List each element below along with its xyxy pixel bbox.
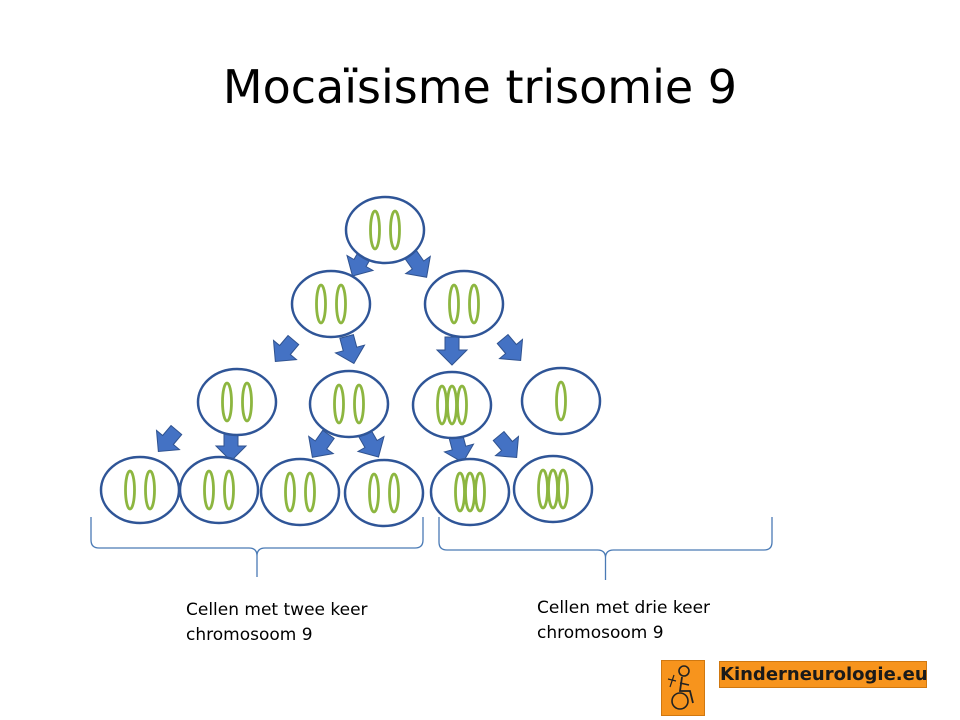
cell-membrane <box>308 369 390 439</box>
chromosome-gen3-3-1 <box>284 471 296 513</box>
arrow-g2-3-to-g3-6 <box>492 430 520 459</box>
chromosome-gen2-1-1 <box>221 381 233 423</box>
cell-membrane <box>429 457 511 527</box>
chromosome-gen3-2-2 <box>223 469 235 511</box>
arrow-l1-to-g2-1 <box>272 334 300 363</box>
chromosome-gen2-2-2 <box>353 383 365 425</box>
chromosome-gen1-right-1 <box>448 283 460 325</box>
chromosome-root-1 <box>369 209 381 251</box>
logo-icon <box>661 660 705 716</box>
cell-gen2-2 <box>308 369 390 439</box>
chromosome-gen2-1-2 <box>241 381 253 423</box>
cell-membrane <box>520 366 602 436</box>
cell-membrane <box>512 454 594 524</box>
brace-two-copies <box>90 517 424 577</box>
cell-membrane <box>259 457 341 527</box>
arrow-root-to-right <box>404 249 431 278</box>
chromosome-gen1-left-1 <box>315 283 327 325</box>
cell-membrane <box>411 370 493 440</box>
slide-title: Mocaïsisme trisomie 9 <box>222 60 738 114</box>
chromosome-gen2-2-1 <box>333 383 345 425</box>
division-arrows <box>155 247 524 464</box>
caption-three-copies-line1: Cellen met drie keer <box>537 598 711 618</box>
caption-two-copies-line2: chromosoom 9 <box>186 625 313 645</box>
chromosome-gen3-4-2 <box>388 472 400 514</box>
chromosome-root-2 <box>389 209 401 251</box>
chromosome-gen3-3-2 <box>304 471 316 513</box>
arrow-r1-to-g2-4 <box>496 333 524 362</box>
chromosome-gen3-6-3 <box>557 468 569 510</box>
arrow-g2-2-to-g3-3 <box>308 429 335 458</box>
cell-gen2-3 <box>411 370 493 440</box>
cell-gen2-1 <box>196 367 278 437</box>
chromosome-gen1-left-2 <box>335 283 347 325</box>
group-braces <box>90 517 773 580</box>
person-wheelchair-icon <box>667 665 694 710</box>
arrow-g2-1-to-g3-1 <box>155 424 183 453</box>
cell-gen1-left <box>290 269 372 339</box>
cell-membrane <box>99 455 181 525</box>
caption-three-copies: Cellen met drie keer chromosoom 9 <box>537 596 710 646</box>
cell-gen3-6 <box>512 454 594 524</box>
chromosome-gen2-4-1 <box>555 380 567 422</box>
cell-gen3-4 <box>343 458 425 528</box>
brace-three-copies <box>438 517 773 580</box>
caption-two-copies: Cellen met twee keer chromosoom 9 <box>186 598 368 648</box>
cell-membrane <box>423 269 505 339</box>
cell-gen3-2 <box>178 455 260 525</box>
cell-gen1-right <box>423 269 505 339</box>
caption-three-copies-line2: chromosoom 9 <box>537 623 664 643</box>
chromosome-gen3-1-2 <box>144 469 156 511</box>
cell-membrane <box>344 195 426 265</box>
chromosome-gen3-4-1 <box>368 472 380 514</box>
chromosome-gen3-1-1 <box>124 469 136 511</box>
arrow-l1-to-g2-2 <box>334 334 366 365</box>
arrow-r1-to-g2-3 <box>435 336 469 366</box>
cell-root <box>344 195 426 265</box>
cell-membrane <box>178 455 260 525</box>
cell-membrane <box>290 269 372 339</box>
chromosome-gen2-3-3 <box>456 384 468 426</box>
chromosome-gen1-right-2 <box>468 283 480 325</box>
cell-gen3-5 <box>429 457 511 527</box>
chromosome-gen3-2-1 <box>203 469 215 511</box>
cell-membrane <box>196 367 278 437</box>
cell-gen3-1 <box>99 455 181 525</box>
cells <box>99 195 602 528</box>
caption-two-copies-line1: Cellen met twee keer <box>186 600 368 620</box>
chromosome-gen3-5-3 <box>474 471 486 513</box>
logo-text: Kinderneurologie.eu <box>719 661 928 688</box>
cell-gen3-3 <box>259 457 341 527</box>
cell-gen2-4 <box>520 366 602 436</box>
cell-membrane <box>343 458 425 528</box>
